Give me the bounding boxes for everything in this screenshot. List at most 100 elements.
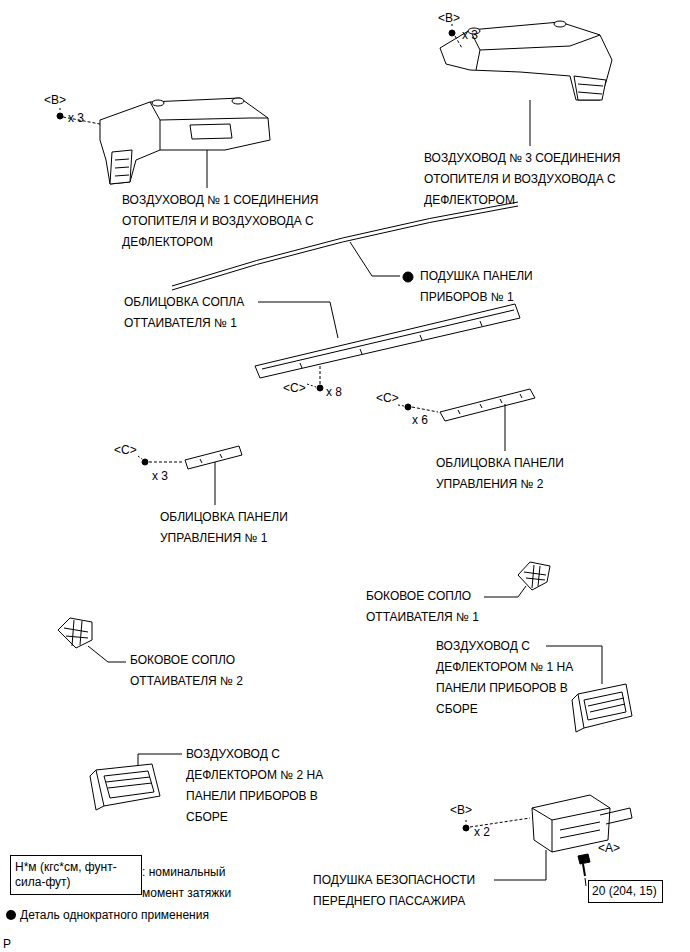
callout-label: x 2 [474,822,490,843]
leader-line [88,646,126,662]
screw-symbol [412,407,438,412]
screw-symbol [405,404,411,410]
part-name: ВОЗДУХОВОД С ДЕФЛЕКТОРОМ № 1 НА ПАНЕЛИ П… [436,636,596,720]
duct-part [574,76,606,100]
torque-text: 20 (204, 15) [592,884,657,899]
leader-line [505,404,506,451]
garnish-part [440,389,535,421]
part-name: ОБЛИЦОВКА ПАНЕЛИ УПРАВЛЕНИЯ № 2 [436,453,581,495]
legend-item: Деталь однократного применения [6,908,209,922]
leader-line [138,754,182,766]
garnish-part [200,454,222,463]
callout-label: <A> [598,838,620,859]
callout-label: x 3 [68,108,84,129]
bolt-symbol [583,864,585,876]
duct-part [476,50,480,70]
part-name: БОКОВОЕ СОПЛО ОТТАИВАТЕЛЯ № 2 [130,650,265,692]
callout-label: <B> [44,90,66,111]
torque-box: 20 (204, 15) [588,880,663,903]
part-name: ВОЗДУХОВОД С ДЕФЛЕКТОРОМ № 2 НА ПАНЕЛИ П… [186,744,346,828]
screw-symbol [463,825,469,831]
leader-line [494,850,546,880]
duct-part [578,84,603,94]
callout-label: <B> [450,800,472,821]
duct-part [190,124,232,139]
bolt-symbol [585,878,586,886]
garnish-part [185,446,242,469]
duct-part [110,150,132,184]
screw-symbol [149,462,183,463]
register-part [90,770,104,810]
screw-symbol [320,366,321,384]
part-name: ОБЛИЦОВКА ПАНЕЛИ УПРАВЛЕНИЯ № 1 [160,507,305,549]
airbag-part [560,822,600,838]
screw-symbol [455,36,462,48]
part-name: ВОЗДУХОВОД № 3 СОЕДИНЕНИЯ ОТОПИТЕЛЯ И ВО… [424,148,639,211]
airbag-part [600,808,632,824]
garnish-part [262,310,514,369]
screw-symbol [307,366,323,391]
nozzle-part [518,562,550,590]
screw-symbol [138,456,142,459]
duct-part [115,159,129,176]
garnish-part [255,304,520,378]
callout-label: <B> [438,8,460,29]
leader-line [530,100,531,146]
register-part [96,764,160,806]
callout-label: P [3,934,11,952]
screw-symbol [449,24,462,48]
register-part [106,777,152,788]
part-name: ВОЗДУХОВОД № 1 СОЕДИНЕНИЯ ОТОПИТЕЛЯ И ВО… [122,190,337,253]
duct-part [440,21,612,100]
torque-text: Н*м (кгс*см, фунт-сила-фут) [15,860,135,890]
duct-part [470,30,600,50]
callout-label: x 6 [412,410,428,431]
leader-line [207,150,208,188]
duct-part [100,98,270,184]
duct-part [440,22,612,100]
leader-line [350,242,400,276]
screw-symbol [138,456,183,465]
register-part [572,684,632,732]
duct-part [150,102,268,120]
screw-symbol [57,113,63,119]
parts-illustration [57,21,632,886]
garnish-part [300,321,482,368]
part-name: ПОДУШКА ПАНЕЛИ ПРИБОРОВ № 1 [420,266,555,308]
screw-symbol [398,405,404,406]
callout-label: x 3 [152,466,168,487]
garnish-part [185,446,242,469]
legend-text: Деталь однократного применения [20,908,209,922]
callout-label: x 8 [326,382,342,403]
part-name: : номинальный момент затяжки [142,862,252,904]
garnish-part [255,304,520,378]
leader-line [215,462,216,505]
screw-symbol [463,818,530,831]
screw-symbol [466,820,467,824]
garnish-part [440,389,535,421]
nozzle-part [58,618,92,648]
part-name: ОБЛИЦОВКА СОПЛА ОТТАИВАТЕЛЯ № 1 [124,292,264,334]
callout-label: <C> [376,388,399,409]
leader-line [258,302,338,338]
screw-symbol [398,404,438,412]
register-part [578,684,632,728]
bolt-symbol [578,854,590,864]
screw-symbol [142,459,148,465]
torque-box: Н*м (кгс*см, фунт-сила-фут) [10,855,142,895]
duct-part [100,98,270,184]
duct-part [152,100,164,106]
register-part [588,698,625,712]
nozzle-part [58,618,92,648]
nozzle-part [518,562,550,590]
part-name: ПОДУШКА БЕЗОПАСНОСТИ ПЕРЕДНЕГО ПАССАЖИРА [313,870,498,912]
register-part [572,694,584,732]
single-use-mark [6,910,16,920]
screw-symbol [60,108,61,112]
screw-symbol [307,384,316,387]
screw-symbol [317,385,323,391]
single-use-mark [403,272,413,282]
